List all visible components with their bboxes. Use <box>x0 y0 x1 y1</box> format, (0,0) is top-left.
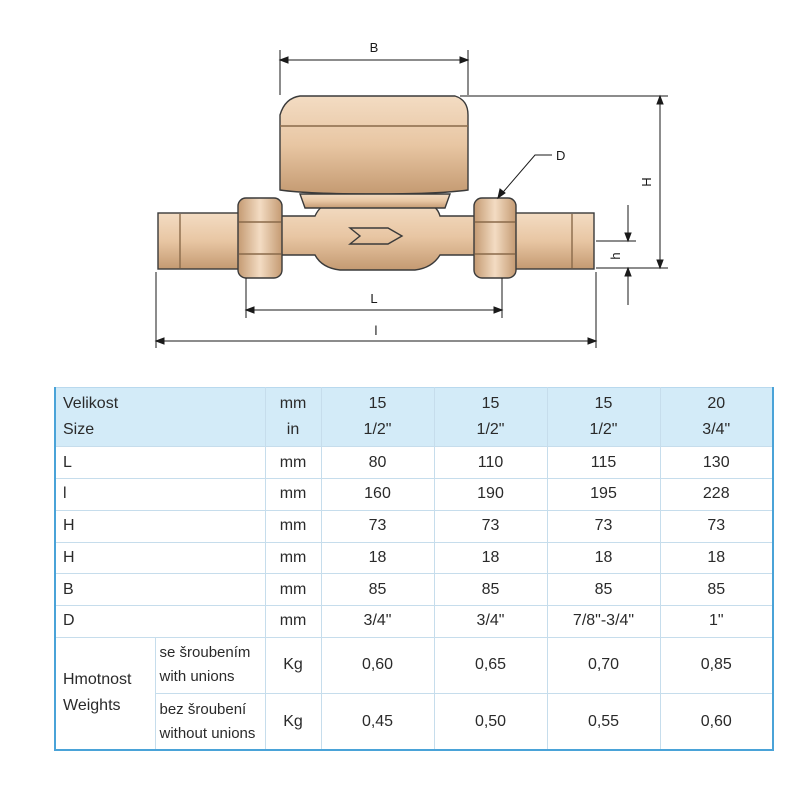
table-row: l mm 160 190 195 228 <box>55 478 774 511</box>
row-value: 73 <box>321 510 435 543</box>
table-row: L mm 80 110 115 130 <box>55 446 774 480</box>
row-unit: mm <box>265 573 322 607</box>
row-value: 3/4" <box>321 605 435 638</box>
row-value: 85 <box>434 573 548 607</box>
row-param: L <box>55 446 266 480</box>
row-value: 85 <box>660 573 774 607</box>
dim-label-B: B <box>370 40 379 55</box>
weight-label: Hmotnost Weights <box>55 637 156 751</box>
row-value: 3/4" <box>434 605 548 638</box>
header-col-2: 15 1/2" <box>434 387 548 448</box>
row-unit: Kg <box>265 637 322 695</box>
table-row: H mm 73 73 73 73 <box>55 510 774 543</box>
row-value: 110 <box>434 446 548 480</box>
dim-label-D: D <box>556 148 565 163</box>
header-col-1-in: 1/2" <box>363 421 392 439</box>
with-unions-cz: se šroubením <box>159 644 251 662</box>
row-param: H <box>55 510 266 543</box>
with-unions-en: with unions <box>159 668 235 686</box>
row-value: 0,65 <box>434 637 548 695</box>
header-col-1-mm: 15 <box>368 395 387 413</box>
header-unit-mm: mm <box>279 395 307 413</box>
row-value: 160 <box>321 478 435 511</box>
row-value: 130 <box>660 446 774 480</box>
header-col-4: 20 3/4" <box>660 387 774 448</box>
header-size-label: Velikost Size <box>55 387 266 448</box>
row-value: 73 <box>434 510 548 543</box>
header-col-4-mm: 20 <box>707 395 726 413</box>
row-value: 85 <box>547 573 661 607</box>
table-row: D mm 3/4" 3/4" 7/8"-3/4" 1" <box>55 605 774 638</box>
row-value: 115 <box>547 446 661 480</box>
dim-label-h: h <box>608 252 623 259</box>
table-row: H mm 18 18 18 18 <box>55 542 774 575</box>
dimension-lines <box>154 50 668 348</box>
row-value: 18 <box>434 542 548 575</box>
header-col-4-in: 3/4" <box>702 421 731 439</box>
row-param: D <box>55 605 266 638</box>
row-value: 0,50 <box>434 693 548 751</box>
header-col-3: 15 1/2" <box>547 387 661 448</box>
row-value: 0,55 <box>547 693 661 751</box>
table-header-row: Velikost Size mm in 15 1/2" 15 1/2" 15 1… <box>55 387 774 448</box>
water-meter-drawing: B D H h L l <box>154 40 668 348</box>
header-col-2-in: 1/2" <box>476 421 505 439</box>
row-value: 1" <box>660 605 774 638</box>
meter-body <box>157 95 595 279</box>
without-unions-en: without unions <box>159 724 256 742</box>
row-value: 0,70 <box>547 637 661 695</box>
row-value: 0,60 <box>321 637 435 695</box>
row-value: 195 <box>547 478 661 511</box>
table-row-weight-without-unions: bez šroubení without unions Kg 0,45 0,50… <box>55 693 774 751</box>
row-value: 18 <box>321 542 435 575</box>
spec-table: Velikost Size mm in 15 1/2" 15 1/2" 15 1… <box>54 387 775 751</box>
row-value: 7/8"-3/4" <box>547 605 661 638</box>
header-unit: mm in <box>265 387 322 448</box>
weight-label-en: Weights <box>63 697 121 715</box>
row-param: l <box>55 478 266 511</box>
row-value: 73 <box>660 510 774 543</box>
row-value: 0,85 <box>660 637 774 695</box>
dim-label-l: l <box>375 323 378 338</box>
with-unions-label: se šroubením with unions <box>155 637 266 695</box>
row-unit: mm <box>265 605 322 638</box>
row-unit: mm <box>265 446 322 480</box>
header-unit-in: in <box>286 421 300 439</box>
row-value: 0,60 <box>660 693 774 751</box>
dim-label-L: L <box>370 291 377 306</box>
row-value: 80 <box>321 446 435 480</box>
row-value: 0,45 <box>321 693 435 751</box>
row-value: 73 <box>547 510 661 543</box>
header-col-3-in: 1/2" <box>589 421 618 439</box>
row-unit: mm <box>265 542 322 575</box>
header-col-3-mm: 15 <box>594 395 613 413</box>
row-value: 18 <box>547 542 661 575</box>
row-param: B <box>55 573 266 607</box>
flow-arrow-icon <box>348 227 404 245</box>
row-value: 190 <box>434 478 548 511</box>
row-unit: mm <box>265 510 322 543</box>
header-size-cz: Velikost <box>63 395 119 413</box>
row-value: 228 <box>660 478 774 511</box>
header-col-1: 15 1/2" <box>321 387 435 448</box>
header-col-2-mm: 15 <box>481 395 500 413</box>
without-unions-cz: bez šroubení <box>159 700 247 718</box>
row-param: H <box>55 542 266 575</box>
row-unit: mm <box>265 478 322 511</box>
row-value: 85 <box>321 573 435 607</box>
dim-label-H: H <box>639 177 654 186</box>
row-unit: Kg <box>265 693 322 751</box>
without-unions-label: bez šroubení without unions <box>155 693 266 751</box>
table-row: B mm 85 85 85 85 <box>55 573 774 607</box>
header-size-en: Size <box>63 421 95 439</box>
row-value: 18 <box>660 542 774 575</box>
weight-label-cz: Hmotnost <box>63 671 132 689</box>
table-row-weight-with-unions: Hmotnost Weights se šroubením with union… <box>55 637 774 751</box>
